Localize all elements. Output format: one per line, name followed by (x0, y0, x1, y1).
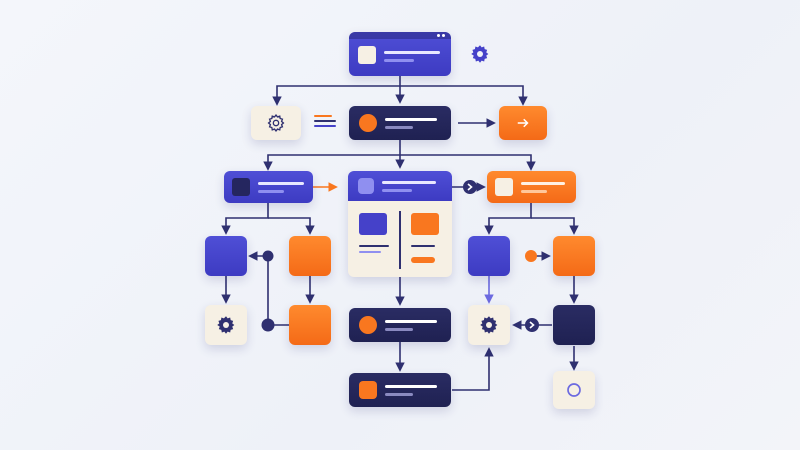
panel-block-orange (411, 213, 439, 235)
gear-outline-icon (267, 114, 285, 132)
chevron-badge (525, 318, 539, 332)
start-window-node[interactable] (349, 32, 451, 76)
junction-dot (261, 318, 275, 332)
connector-right-branch-a (484, 203, 532, 235)
left-orange-lower-block[interactable] (289, 305, 331, 345)
junction-dot-orange (525, 250, 537, 262)
right-navy-block[interactable] (553, 305, 595, 345)
text-line (382, 181, 436, 184)
thumbnail-placeholder (358, 178, 374, 194)
connector-right-branch-b (531, 217, 579, 235)
status-dot (359, 114, 377, 132)
arrow-right-icon (517, 118, 529, 128)
left-branch-node[interactable] (224, 171, 313, 203)
chevron-right-icon (467, 183, 473, 191)
circle-outline-icon (567, 383, 581, 397)
right-indigo-block[interactable] (468, 236, 510, 276)
connector-top-right (400, 85, 528, 106)
menu-line (314, 125, 336, 127)
text-line (385, 393, 413, 396)
text-line (521, 182, 565, 185)
text-line (411, 245, 435, 247)
panel-block-indigo (359, 213, 387, 235)
text-line (385, 118, 437, 121)
text-line (385, 126, 413, 129)
right-gear-node[interactable] (468, 305, 510, 345)
menu-line (314, 115, 332, 117)
menu-lines-icon (314, 115, 336, 129)
center-panel-node[interactable] (348, 171, 452, 277)
text-line (385, 385, 437, 388)
text-line (359, 245, 389, 247)
connector-row2-branch-right (400, 154, 536, 171)
thumbnail-placeholder (495, 178, 513, 196)
status-dot (359, 316, 377, 334)
text-line (359, 251, 381, 253)
connector-left-branch-a (221, 203, 269, 235)
panel-divider (399, 211, 401, 269)
thumbnail-placeholder (232, 178, 250, 196)
text-line (385, 328, 413, 331)
left-indigo-block[interactable] (205, 236, 247, 276)
connector-row2-branch-left (263, 154, 400, 171)
panel-header (348, 171, 452, 201)
chevron-right-icon (529, 321, 535, 329)
left-gear-node[interactable] (205, 305, 247, 345)
gear-icon (217, 316, 235, 334)
connector-loop (248, 251, 289, 326)
text-line (385, 320, 437, 323)
window-dot (442, 34, 445, 37)
gear-icon (471, 45, 489, 63)
gear-icon (480, 316, 498, 334)
menu-line (314, 120, 336, 122)
text-line (384, 51, 440, 54)
thumbnail-placeholder (358, 46, 376, 64)
right-orange-block[interactable] (553, 236, 595, 276)
bottom-process-node[interactable] (349, 373, 451, 407)
connector-bottom-to-gear (452, 347, 494, 391)
junction-dot (262, 250, 274, 262)
next-action-node[interactable] (499, 106, 547, 140)
text-line (258, 190, 284, 193)
process-node-main[interactable] (349, 106, 451, 140)
end-node[interactable] (553, 371, 595, 409)
panel-pill-orange (411, 257, 435, 263)
window-dots-icon (437, 34, 440, 37)
text-line (384, 59, 414, 62)
text-line (258, 182, 304, 185)
connector-left-branch-b (268, 217, 315, 235)
text-line (382, 189, 412, 192)
left-orange-block[interactable] (289, 236, 331, 276)
thumbnail-placeholder (359, 381, 377, 399)
window-title-bar (349, 32, 451, 39)
settings-node[interactable] (251, 106, 301, 140)
right-branch-node[interactable] (487, 171, 576, 203)
text-line (521, 190, 547, 193)
connector-top-left (272, 85, 400, 106)
chevron-badge (463, 180, 477, 194)
center-process-node[interactable] (349, 308, 451, 342)
